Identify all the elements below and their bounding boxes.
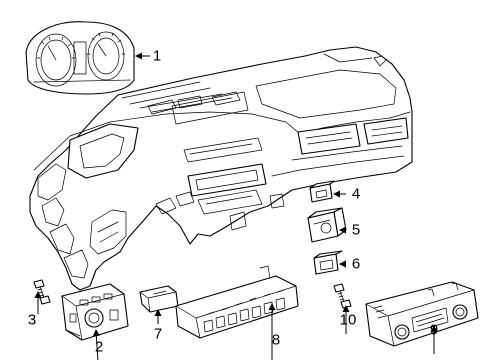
switch-part-4 xyxy=(309,180,335,203)
switch-part-5 xyxy=(307,207,347,243)
callout-5: 5 xyxy=(352,222,360,239)
climate-control-panel xyxy=(365,281,479,347)
button-strip xyxy=(175,265,299,339)
switch-part-6 xyxy=(313,250,343,275)
callout-2: 2 xyxy=(95,339,103,356)
screw-part-3 xyxy=(33,279,51,305)
callout-10: 10 xyxy=(340,312,357,329)
callout-labels: 1 2 3 4 5 6 7 8 9 10 xyxy=(28,48,438,356)
callout-7: 7 xyxy=(154,326,162,343)
instrument-cluster xyxy=(25,21,135,95)
switch-part-7 xyxy=(139,285,179,313)
dashboard-panel xyxy=(29,46,413,291)
leader-lines xyxy=(34,52,438,360)
callout-1: 1 xyxy=(153,48,161,65)
callout-9: 9 xyxy=(430,322,438,339)
callout-8: 8 xyxy=(272,332,280,349)
callout-6: 6 xyxy=(352,256,360,273)
screw-part-10 xyxy=(333,283,352,309)
light-switch-module xyxy=(61,283,129,341)
callout-4: 4 xyxy=(352,186,360,203)
callout-3: 3 xyxy=(28,312,36,329)
